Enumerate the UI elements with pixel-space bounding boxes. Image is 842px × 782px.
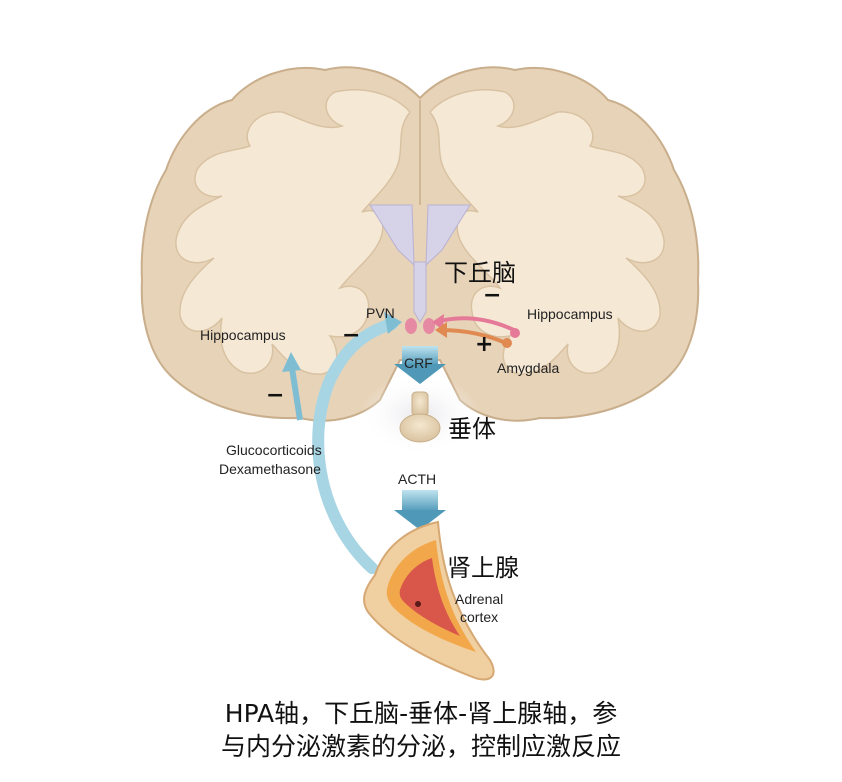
- amygdala-arrowhead: [435, 322, 447, 338]
- acth-arrow: [394, 490, 446, 530]
- adrenal-center-dot: [415, 601, 421, 607]
- inhibit-sign-feedback: −: [266, 383, 284, 408]
- pvn-nucleus-left: [405, 318, 417, 334]
- pituitary-gland: [399, 391, 441, 443]
- third-ventricle: [413, 261, 427, 323]
- feedback-arrow-hippocampus: [289, 367, 303, 421]
- adrenal-label: 肾上腺: [447, 554, 519, 582]
- crf-arrow: [394, 346, 446, 384]
- adrenal-cortex-label-line1: Adrenal: [455, 591, 503, 607]
- inhibit-sign-left: −: [342, 323, 360, 348]
- brain-gyri-left: [175, 89, 411, 375]
- feedback-arrowhead-hippocampus: [282, 352, 301, 372]
- hypothalamus-label: 下丘脑: [444, 259, 516, 287]
- pvn-label: PVN: [366, 305, 395, 321]
- acth-label: ACTH: [398, 471, 436, 487]
- pvn-nucleus-right: [423, 318, 435, 334]
- caption-line-1: HPA轴，下丘脑-垂体-肾上腺轴，参: [225, 699, 617, 728]
- pituitary-label: 垂体: [448, 415, 496, 443]
- amygdala-label: Amygdala: [497, 360, 559, 376]
- caption-line-2: 与内分泌激素的分泌，控制应激反应: [221, 732, 621, 761]
- hippocampus-right-arrow: [435, 316, 519, 334]
- hippocampus-right-label: Hippocampus: [527, 306, 613, 322]
- glucocorticoids-label: Glucocorticoids: [226, 442, 322, 458]
- feedback-arrow-long: [312, 318, 398, 574]
- adrenal-cortex-label-line2: cortex: [460, 609, 498, 625]
- feedback-arrowhead-pvn: [384, 312, 402, 334]
- adrenal-medulla: [399, 558, 460, 636]
- dexamethasone-label: Dexamethasone: [219, 461, 321, 477]
- adrenal-gland: [363, 520, 495, 681]
- hippocampus-left-label: Hippocampus: [200, 327, 286, 343]
- crf-label: CRF: [404, 355, 433, 371]
- brain-section: [140, 66, 700, 422]
- excite-sign: +: [475, 332, 493, 357]
- inhibit-sign-right: −: [483, 283, 501, 308]
- brain-gyri-right: [429, 89, 665, 375]
